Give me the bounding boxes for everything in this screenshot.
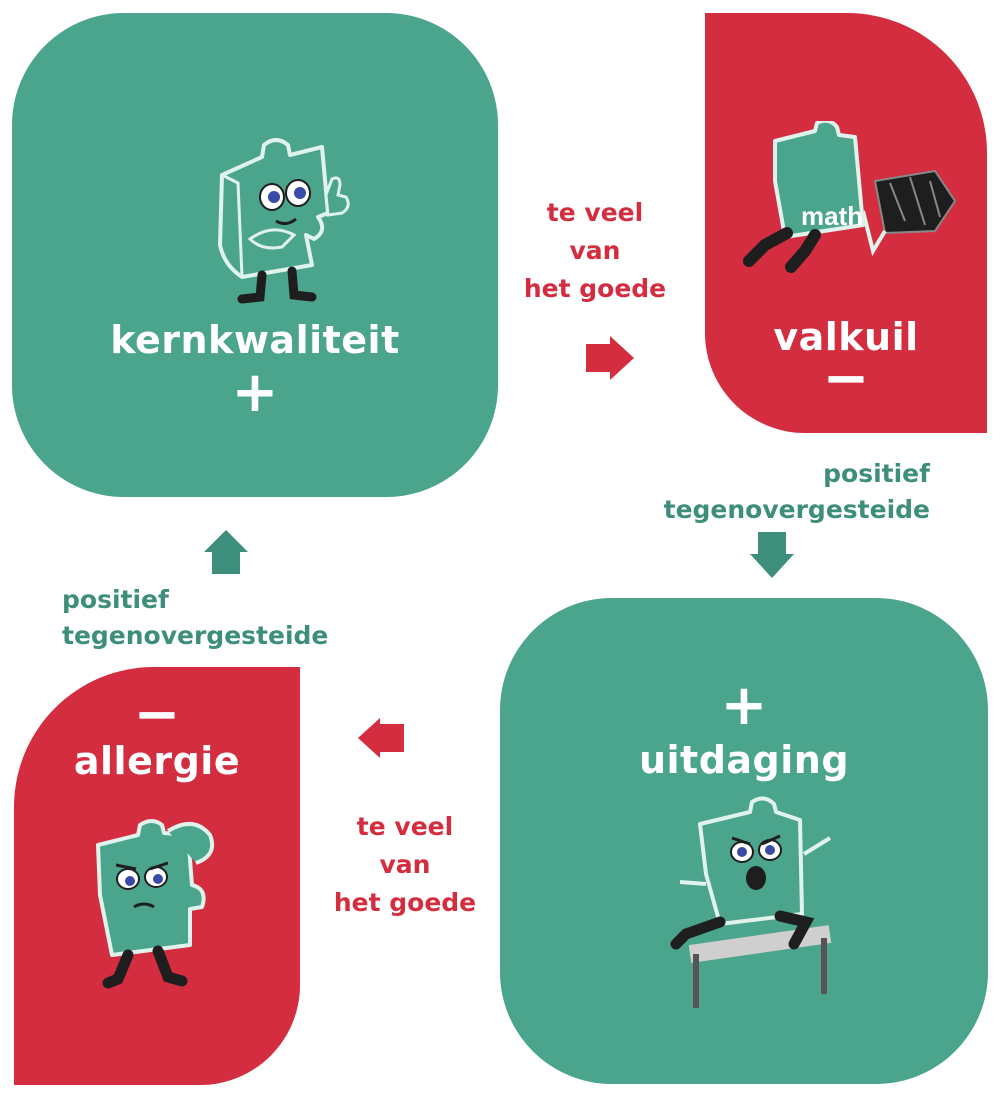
puzzle-mascot-thinking-icon xyxy=(218,138,350,304)
relation-top-text: te veel van het goede xyxy=(523,198,667,303)
kernkwaliteit-label: kernkwaliteit xyxy=(110,318,400,362)
plus-sign-icon: + xyxy=(720,673,768,738)
plus-sign-icon: + xyxy=(231,360,279,425)
arrow-down-icon xyxy=(750,532,794,578)
quadrant-allergie: − allergie xyxy=(14,667,300,1085)
puzzle-mascot-worried-icon xyxy=(96,819,215,989)
relation-bottom-text: te veel van het goede xyxy=(333,812,477,917)
valkuil-label: valkuil xyxy=(773,315,919,359)
minus-sign-icon: − xyxy=(822,346,870,411)
allergie-label: allergie xyxy=(73,739,241,783)
math-book-label: math xyxy=(801,201,863,231)
minus-sign-icon: − xyxy=(133,682,181,747)
uitdaging-label: uitdaging xyxy=(638,738,850,782)
relation-right-text: positief tegenovergesteide xyxy=(663,459,930,524)
arrow-up-icon xyxy=(204,530,248,574)
quadrant-kernkwaliteit: kernkwaliteit + xyxy=(12,13,498,497)
puzzle-mascot-fallen-icon: math xyxy=(743,121,957,273)
puzzle-mascot-hurdle-icon xyxy=(670,796,832,1008)
quadrant-uitdaging: + uitdaging xyxy=(500,598,988,1084)
quadrant-valkuil: math valkuil − xyxy=(705,13,987,433)
relation-left-text: positief tegenovergesteide xyxy=(62,585,329,650)
arrow-right-icon xyxy=(586,336,634,380)
arrow-left-icon xyxy=(358,718,404,758)
